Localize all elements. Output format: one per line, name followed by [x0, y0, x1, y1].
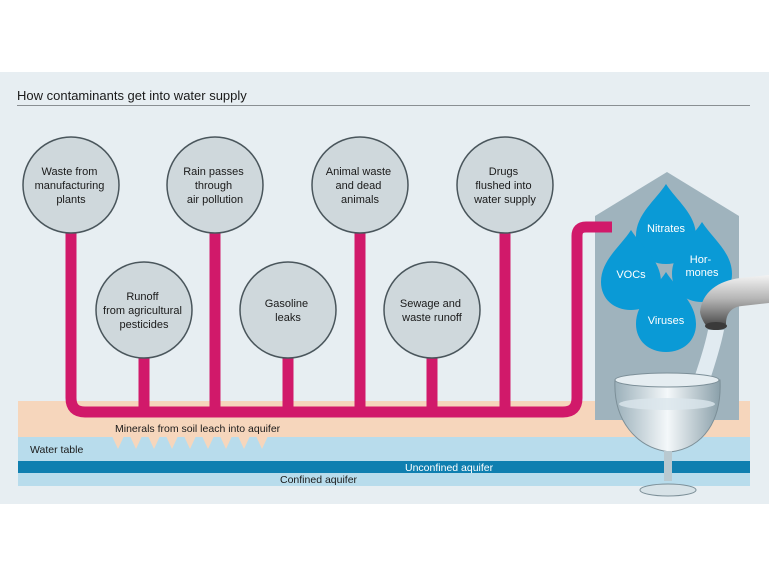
drop-hormones: Hor- mones [672, 222, 732, 302]
source-circle-manufacturing: Waste from manufacturing plants [22, 136, 120, 234]
source-label: Sewage and waste runoff [400, 298, 464, 324]
minerals-label: Minerals from soil leach into aquifer [115, 423, 281, 435]
source-label: Runoff from agricultural pesticides [103, 291, 185, 331]
drop-viruses: Viruses [636, 272, 696, 352]
drop-label: Hor- mones [685, 254, 719, 279]
water-table-layer [18, 437, 750, 461]
unconfined-aquifer-layer [18, 461, 750, 473]
drop-vocs: VOCs [601, 230, 661, 310]
source-label: Drugs flushed into water supply [473, 166, 536, 206]
source-circle-gasoline: Gasoline leaks [239, 261, 337, 359]
water-table-label: Water table [30, 444, 83, 456]
title-divider [17, 105, 750, 106]
source-label: Animal waste and dead animals [326, 166, 394, 206]
source-circle-drugs: Drugs flushed into water supply [456, 136, 554, 234]
source-circle-animal-waste: Animal waste and dead animals [311, 136, 409, 234]
source-circle-pesticides: Runoff from agricultural pesticides [95, 261, 193, 359]
source-circle-sewage: Sewage and waste runoff [383, 261, 481, 359]
source-label: Waste from manufacturing plants [35, 166, 108, 206]
leach-arrows [112, 436, 268, 449]
source-circle-air-pollution: Rain passes through air pollution [166, 136, 264, 234]
svg-text:Viruses: Viruses [648, 315, 685, 327]
source-label: Gasoline leaks [265, 298, 311, 324]
svg-text:VOCs: VOCs [616, 269, 646, 281]
water-glass [614, 372, 721, 497]
faucet [700, 275, 769, 330]
confined-aquifer-layer [18, 473, 750, 486]
source-label: Rain passes through air pollution [183, 166, 247, 206]
page-title: How contaminants get into water supply [17, 88, 247, 103]
unconfined-aquifer-label: Unconfined aquifer [405, 462, 494, 474]
drop-nitrates: Nitrates [636, 184, 696, 264]
contamination-pipes [65, 221, 612, 418]
confined-aquifer-label: Confined aquifer [280, 474, 358, 486]
svg-text:Nitrates: Nitrates [647, 223, 685, 235]
